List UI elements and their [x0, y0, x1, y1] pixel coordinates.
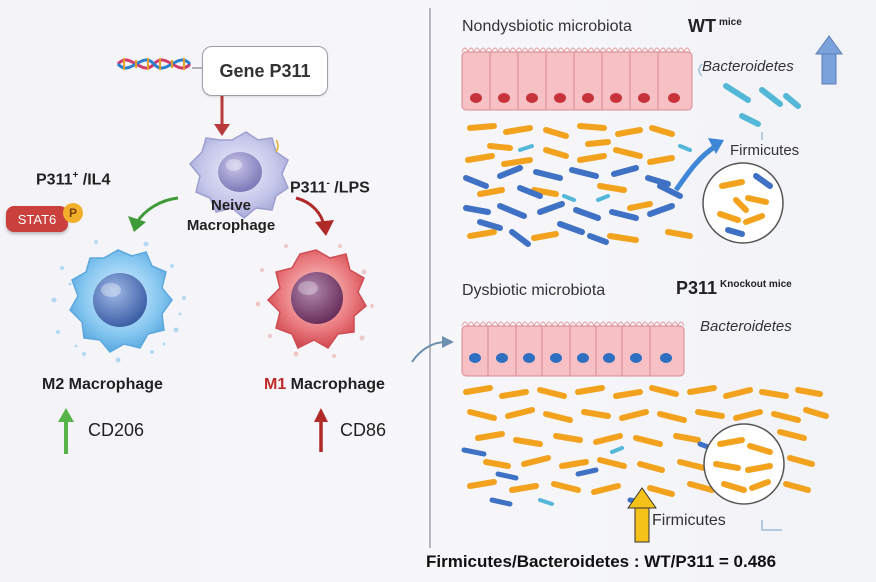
wt-bacteroidetes-label: Bacteroidetes: [702, 58, 794, 75]
ko-bacteroidetes-label: Bacteroidetes: [700, 318, 792, 335]
wt-epithelium: [461, 47, 693, 111]
wt-bacteroidetes-rods: [723, 83, 801, 127]
neive-macrophage-icon: [188, 131, 289, 219]
m1-macrophage-icon: [255, 244, 374, 358]
ko-zoom-circle: [703, 423, 785, 505]
wt-firmicutes-label: Firmicutes: [730, 142, 800, 159]
gene-p311-box: Gene P311: [202, 46, 328, 96]
ratio-label: Firmicutes/Bacteroidetes : WT/P311 = 0.4…: [426, 552, 777, 571]
phospho-badge: P: [63, 203, 83, 223]
ko-firmicutes-label: Firmicutes: [652, 512, 726, 529]
ko-epithelium: [461, 321, 685, 377]
p311-plus-il4-label: P311+ /IL4: [36, 170, 111, 189]
m1-macrophage-label: M1 Macrophage: [264, 376, 385, 393]
nondysbiotic-title: Nondysbiotic microbiota: [462, 18, 632, 35]
m2-macrophage-label: M2 Macrophage: [42, 376, 163, 393]
wt-bacteria-band: [463, 123, 693, 247]
cd206-label: CD206: [88, 420, 145, 440]
cd86-label: CD86: [340, 420, 387, 440]
ko-bacteria-band: [461, 385, 829, 507]
dna-helix-icon: [116, 58, 192, 70]
p311-minus-lps-label: P311- /LPS: [290, 178, 370, 197]
dysbiotic-title: Dysbiotic microbiota: [462, 282, 606, 299]
gene-label: Gene P311: [219, 60, 311, 81]
neive-macrophage-label: Neive Macrophage: [186, 197, 276, 234]
wt-zoom-circle: [702, 162, 784, 244]
stat6-badge: STAT6: [6, 206, 68, 232]
m2-macrophage-icon: [51, 240, 186, 363]
